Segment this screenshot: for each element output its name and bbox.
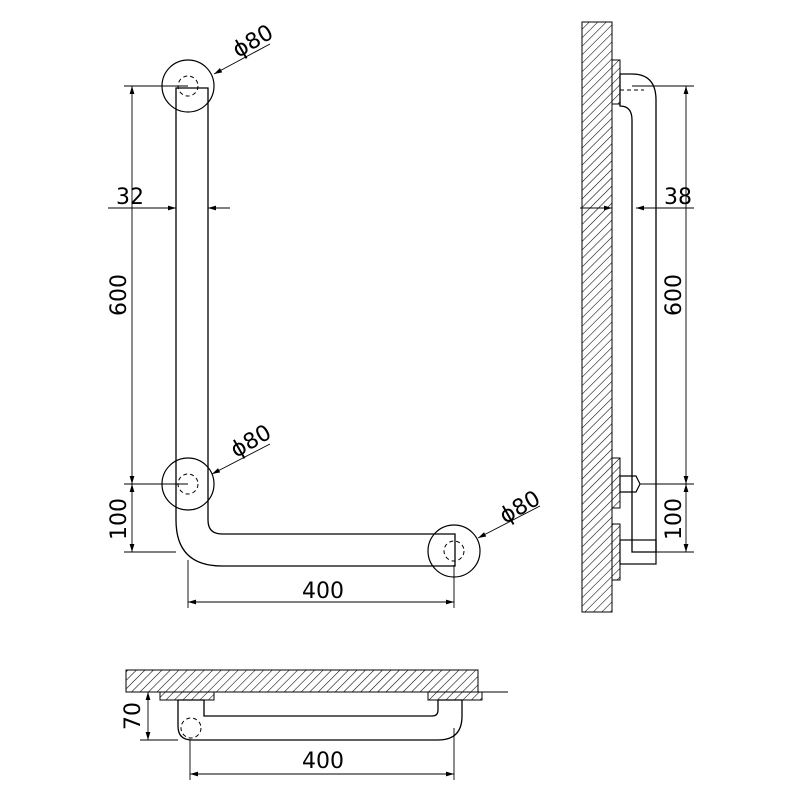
dim-32-label: 32: [116, 185, 144, 210]
top-dim-70-label: 70: [121, 702, 146, 730]
leader-dia-top: [213, 43, 271, 75]
side-dim-600-label: 600: [662, 274, 687, 316]
side-dim-38-label: 38: [664, 185, 692, 210]
top-bar-end: [180, 717, 202, 739]
dia-label-right: ϕ80: [496, 486, 545, 529]
top-dim-400-label: 400: [302, 749, 344, 774]
dim-100-label: 100: [107, 498, 132, 540]
top-wall: [125, 669, 479, 693]
side-grab-bar: [619, 73, 657, 553]
side-plate-mid: [611, 457, 621, 509]
top-grab-bar: [177, 699, 463, 741]
leader-dia-mid: [211, 443, 271, 475]
side-plate-top: [611, 59, 621, 105]
front-flange-right-inner: [443, 540, 465, 562]
dia-label-mid: ϕ80: [227, 420, 276, 463]
side-dim-100-label: 100: [662, 498, 687, 540]
leader-dia-right: [477, 505, 541, 539]
side-view: 600 100 38: [580, 21, 694, 613]
top-plate-right: [427, 691, 483, 701]
side-plate-bottom: [611, 523, 621, 581]
top-plate-left: [159, 691, 215, 701]
dim-400-label: 400: [302, 579, 344, 604]
dim-600-label: 600: [107, 274, 132, 316]
dia-label-top: ϕ80: [229, 20, 278, 63]
side-wall: [581, 21, 613, 613]
front-view: ϕ80 ϕ80 ϕ80 600 100 32 400: [107, 20, 545, 608]
front-grab-bar: [175, 87, 456, 567]
top-view: 70 400: [121, 669, 508, 780]
side-mid-bracket: [619, 475, 641, 493]
